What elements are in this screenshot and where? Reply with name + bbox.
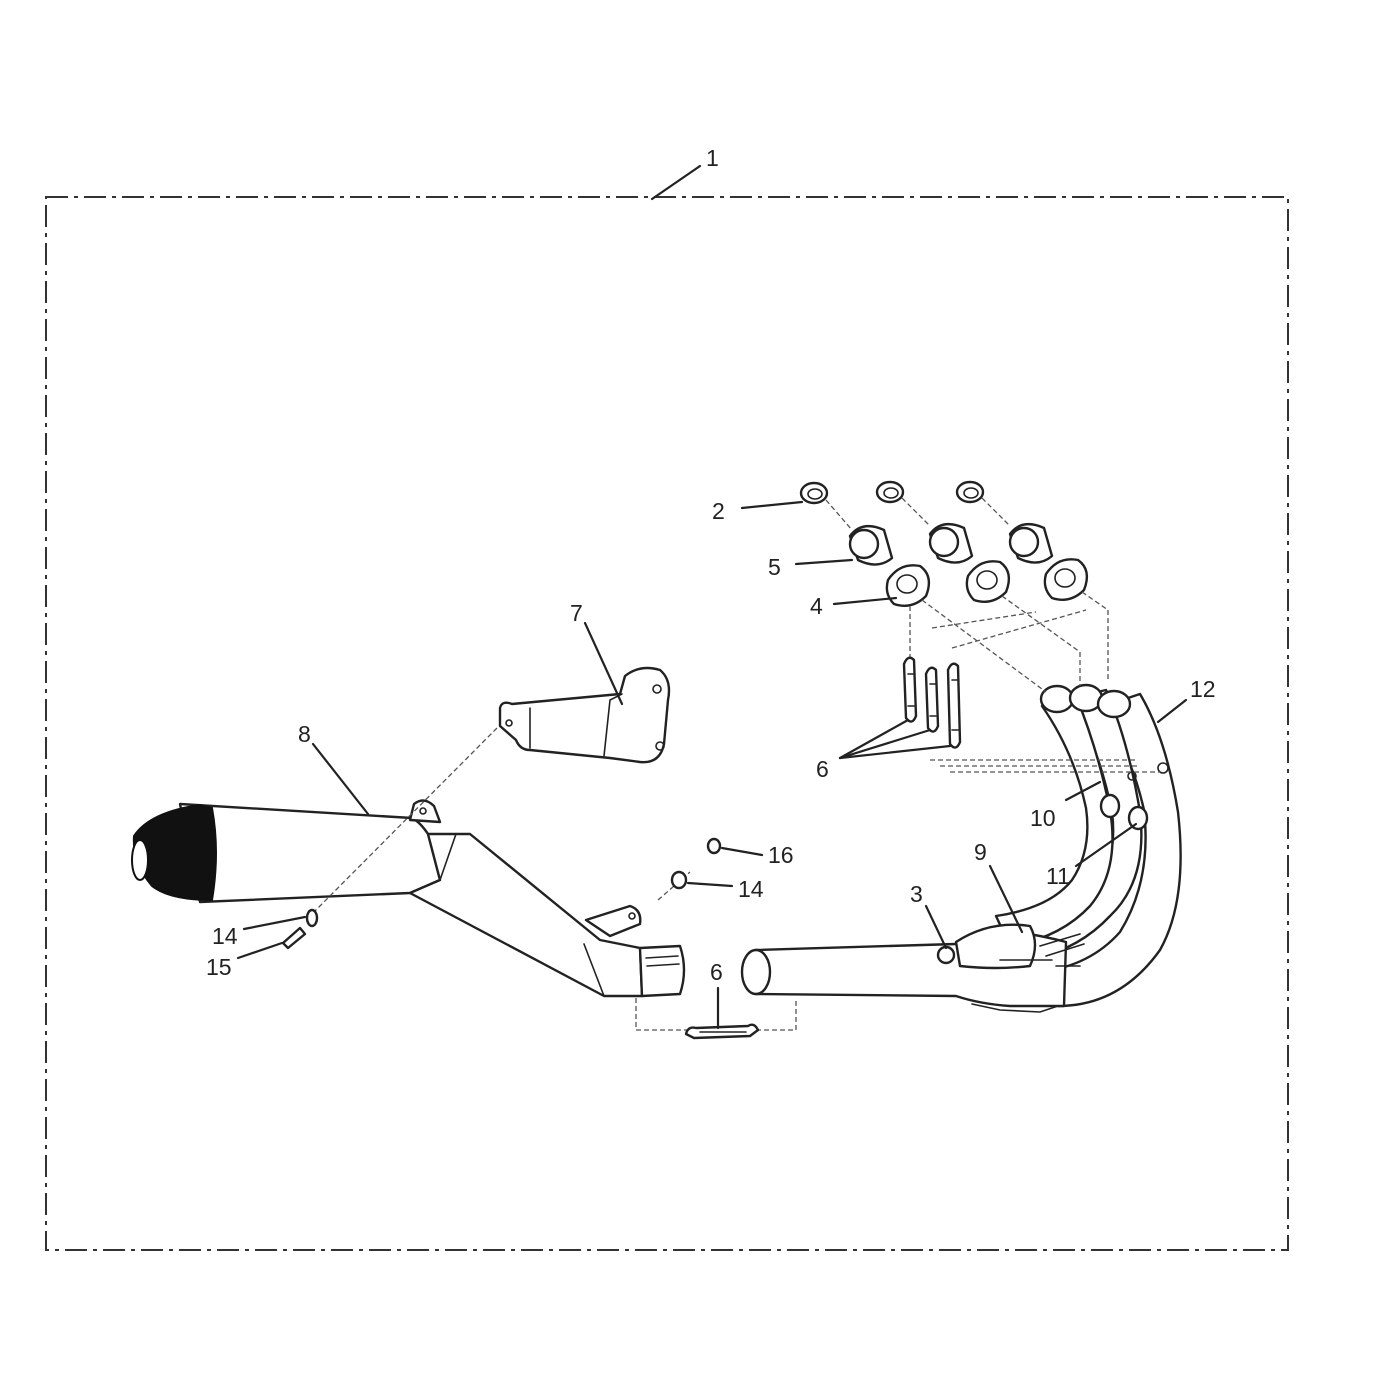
joint-spring-6-center	[635, 998, 797, 1040]
svg-text:10: 10	[1030, 805, 1056, 831]
callout-4: 4	[810, 593, 898, 619]
header-spring-6-c	[946, 662, 962, 749]
callout-16: 16	[720, 842, 794, 868]
svg-text:2: 2	[712, 498, 725, 524]
svg-text:11: 11	[1046, 863, 1070, 889]
svg-text:1: 1	[706, 145, 719, 171]
mounting-bracket	[498, 666, 671, 764]
header-spring-6-a	[902, 656, 918, 723]
header-spring-6-b	[924, 666, 940, 733]
callout-8: 8	[298, 721, 370, 816]
callout-10: 10	[1030, 780, 1102, 831]
callout-6-header: 6	[816, 718, 952, 782]
gasket-seal-2-b	[875, 480, 905, 504]
bolt-15	[281, 926, 307, 950]
alignment-line-bracket	[309, 727, 498, 917]
callout-6-center: 6	[710, 959, 723, 1030]
svg-text:9: 9	[974, 839, 987, 865]
callout-12: 12	[1156, 676, 1216, 724]
callout-14-right: 14	[686, 876, 764, 902]
gasket-seal-2-c	[955, 480, 985, 504]
svg-text:16: 16	[768, 842, 794, 868]
callout-1: 1	[650, 145, 719, 201]
clamp-9	[954, 923, 1085, 1013]
muffler-assembly	[131, 799, 686, 998]
svg-text:14: 14	[212, 923, 238, 949]
callout-3: 3	[910, 881, 948, 950]
washer-14-left	[305, 908, 319, 928]
alignment-lines-ports	[825, 497, 1160, 773]
callout-11: 11	[1046, 822, 1138, 889]
nut-16	[706, 837, 722, 855]
svg-text:7: 7	[570, 600, 583, 626]
callout-2: 2	[712, 498, 804, 524]
svg-text:3: 3	[910, 881, 923, 907]
kit-boundary	[45, 196, 1289, 1251]
flange-4-c	[1043, 558, 1089, 601]
svg-text:6: 6	[816, 756, 829, 782]
gasket-seal-2-a	[799, 481, 829, 505]
sleeve-5-b	[928, 522, 974, 564]
svg-text:15: 15	[206, 954, 232, 980]
svg-text:8: 8	[298, 721, 311, 747]
callout-5: 5	[768, 554, 854, 580]
callout-14-left: 14	[212, 915, 307, 949]
svg-text:6: 6	[710, 959, 723, 985]
svg-text:12: 12	[1190, 676, 1216, 702]
sleeve-5-c	[1008, 522, 1054, 564]
sleeve-5-a	[848, 524, 894, 566]
svg-text:5: 5	[768, 554, 781, 580]
svg-text:4: 4	[810, 593, 823, 619]
callout-9: 9	[974, 839, 1024, 934]
nut-3	[936, 945, 956, 965]
washer-14-right	[670, 870, 688, 890]
header-inlet-10	[1039, 684, 1075, 714]
callout-7: 7	[570, 600, 624, 706]
header-inlet-12	[1096, 689, 1132, 719]
flange-4-b	[965, 560, 1011, 603]
callout-15: 15	[206, 941, 284, 980]
muffler-end-cap	[132, 803, 217, 902]
svg-text:14: 14	[738, 876, 764, 902]
